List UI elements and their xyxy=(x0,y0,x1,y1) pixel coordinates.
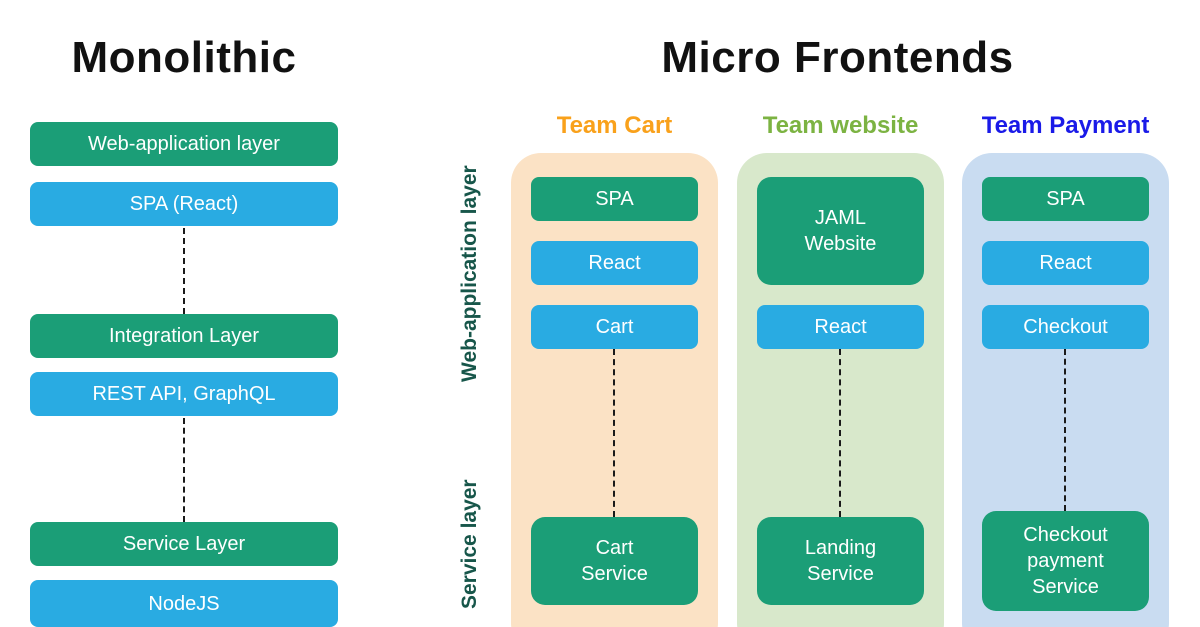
team-website-label: Team website xyxy=(762,112,919,139)
team-cart-column: SPA React Cart Cart Service xyxy=(511,153,718,627)
block-checkout: Checkout xyxy=(982,305,1149,349)
web-application-layer-label: Web-application layer xyxy=(458,165,481,383)
micro-frontends-title: Micro Frontends xyxy=(661,33,1014,82)
connector-dashed-line xyxy=(1064,349,1066,511)
team-payment-column: SPA React Checkout Checkout payment Serv… xyxy=(962,153,1169,627)
block-nodejs: NodeJS xyxy=(30,580,338,627)
connector-dashed-line xyxy=(839,349,841,517)
block-cart-cart: Cart xyxy=(531,305,698,349)
block-rest-api-graphql: REST API, GraphQL xyxy=(30,372,338,416)
block-payment-spa: SPA xyxy=(982,177,1149,221)
block-web-application-layer: Web-application layer xyxy=(30,122,338,166)
connector-dashed-line xyxy=(613,349,615,517)
block-website-react: React xyxy=(757,305,924,349)
block-integration-layer: Integration Layer xyxy=(30,314,338,358)
connector-dashed-line xyxy=(183,228,185,314)
team-payment-label: Team Payment xyxy=(981,112,1150,139)
monolithic-title: Monolithic xyxy=(71,33,297,82)
block-checkout-payment-service: Checkout payment Service xyxy=(982,511,1149,611)
block-landing-service: Landing Service xyxy=(757,517,924,605)
block-cart-spa: SPA xyxy=(531,177,698,221)
service-layer-label: Service layer xyxy=(458,479,481,610)
block-cart-service: Cart Service xyxy=(531,517,698,605)
block-jaml-website: JAML Website xyxy=(757,177,924,285)
block-cart-react: React xyxy=(531,241,698,285)
team-cart-label: Team Cart xyxy=(556,112,673,139)
block-service-layer: Service Layer xyxy=(30,522,338,566)
connector-dashed-line xyxy=(183,418,185,522)
block-spa-react: SPA (React) xyxy=(30,182,338,226)
team-website-column: JAML Website React Landing Service xyxy=(737,153,944,627)
block-payment-react: React xyxy=(982,241,1149,285)
